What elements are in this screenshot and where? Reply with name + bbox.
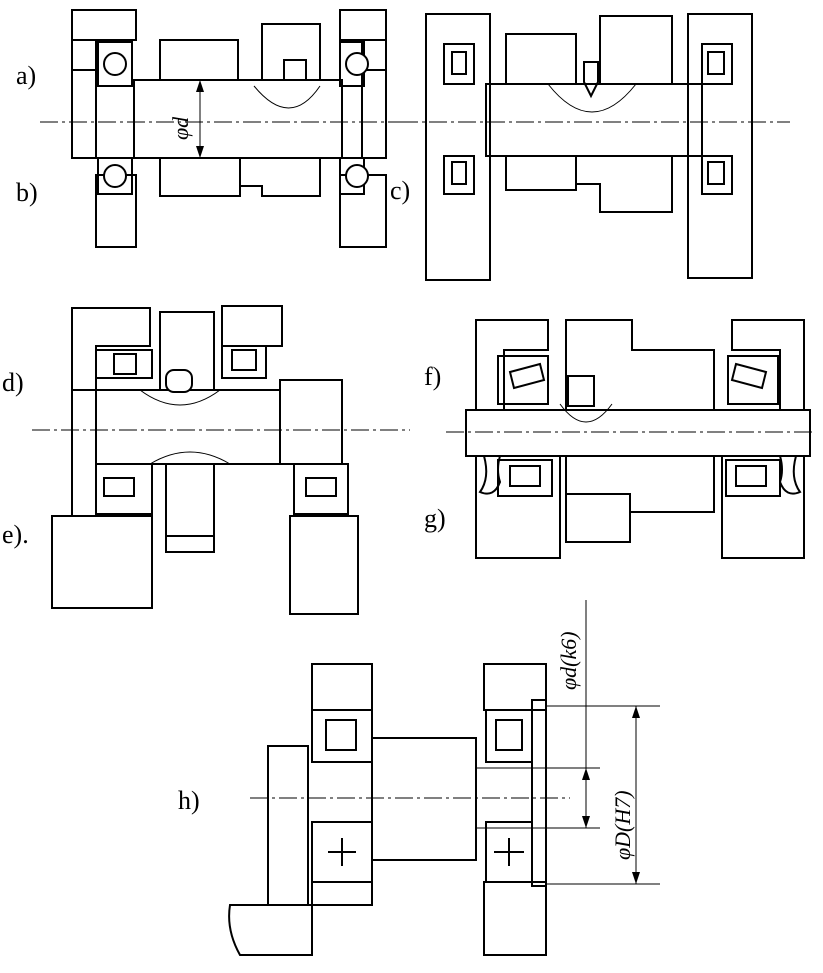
gear-ab-right-bottom [239, 157, 321, 197]
roller-d-left [113, 353, 137, 375]
label-e: e). [2, 520, 29, 549]
roller-d-right [231, 349, 257, 371]
figure-de [32, 305, 410, 615]
roller-e-right [305, 477, 337, 497]
bearing-d-left [95, 349, 153, 379]
bearing-g-right [725, 459, 781, 497]
bearing-d-right [221, 345, 267, 379]
ball-right-lower [345, 164, 369, 188]
ball-d [165, 369, 193, 393]
roller-c-ru [707, 51, 725, 75]
gear-c-right-bottom [575, 155, 673, 213]
label-g: g) [424, 504, 446, 533]
roller-f-right [730, 362, 768, 390]
key-ab [283, 59, 307, 81]
circlip-g-left [478, 455, 502, 495]
gear-ab-right-top [261, 23, 321, 81]
housing-e-left [51, 515, 153, 609]
roller-g-right [735, 465, 767, 487]
bearing-f-right [727, 355, 779, 405]
shaft-h [371, 737, 477, 861]
roller-g-left [509, 465, 541, 487]
bearing-e-right [293, 463, 349, 515]
housing-h-base [228, 904, 313, 956]
bearing-c-ll [443, 155, 475, 195]
gear-c-right-top [599, 15, 673, 85]
roller-c-lu [451, 51, 467, 75]
gear-f [565, 319, 715, 411]
roller-f-left [508, 362, 546, 390]
bearing-h-lu [311, 709, 373, 763]
housing-right-web [361, 39, 387, 159]
set-screw-f [567, 375, 595, 407]
bearing-left-lower [97, 157, 133, 195]
ball-right-upper [345, 52, 369, 76]
shaft-ab [133, 79, 343, 159]
figure-h [228, 600, 660, 956]
housing-h-right-bottom [483, 881, 547, 956]
gear-c-left-bottom [505, 155, 577, 191]
housing-h-right-top [483, 663, 547, 711]
cutaway-ab [253, 85, 321, 109]
ball-left-upper [103, 52, 127, 76]
housing-c-left [425, 13, 491, 281]
label-a: a) [16, 61, 37, 90]
roller-h-lu [325, 719, 357, 751]
bearing-f-left [497, 355, 549, 405]
housing-h-left-top [311, 663, 373, 711]
label-f: f) [424, 362, 442, 391]
housing-g-right [721, 455, 805, 559]
figure-ab [40, 9, 410, 248]
housing-right-bottom [339, 174, 387, 248]
bearing-left-upper [97, 41, 133, 87]
circlip-g-right [778, 455, 802, 495]
ball-left-lower [103, 164, 127, 188]
housing-g-left [475, 455, 561, 559]
label-b: b) [16, 178, 38, 207]
housing-e-right [289, 515, 359, 615]
figure-fg [446, 319, 812, 559]
housing-d-right-top [221, 305, 283, 347]
gear-e [165, 463, 215, 537]
gear-g [565, 455, 715, 513]
gear-ab-left-top [159, 39, 239, 81]
shaft-c [485, 83, 703, 157]
label-d: d) [2, 368, 24, 397]
bearing-c-rl [701, 155, 733, 195]
bearing-e-left [95, 463, 153, 515]
roller-c-ll [451, 161, 467, 185]
figure-c [400, 13, 790, 281]
shaft-de-step [279, 379, 343, 465]
shaft-de [95, 389, 281, 465]
roller-e-left [103, 477, 135, 497]
dimension-shaft-diameter-a: φd [168, 116, 193, 140]
gear-ab-left-bottom [159, 157, 241, 197]
retainer-h [531, 699, 547, 887]
label-c: c) [390, 176, 411, 205]
roller-h-ru [495, 719, 523, 751]
set-screw-c [583, 61, 599, 99]
roller-c-rl [707, 161, 725, 185]
label-h: h) [178, 786, 200, 815]
dimension-bore-diameter-h: φD(H7) [610, 790, 635, 860]
housing-left-web [71, 39, 97, 159]
bearing-c-ru [701, 43, 733, 85]
gear-c-left-top [505, 33, 577, 85]
housing-h-wall [267, 745, 309, 906]
housing-c-right [687, 13, 753, 279]
dimension-shaft-diameter-h: φd(k6) [556, 631, 581, 690]
shaft-fg [465, 409, 811, 457]
bearing-c-lu [443, 43, 475, 85]
